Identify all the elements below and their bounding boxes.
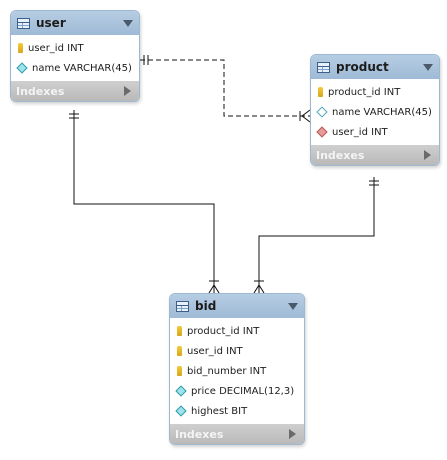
column-icon <box>175 405 187 417</box>
expand-arrow-icon[interactable] <box>124 86 131 96</box>
column-row[interactable]: highest BIT <box>170 401 304 421</box>
indexes-label: Indexes <box>175 427 224 441</box>
nullable-column-icon <box>316 106 328 118</box>
primary-key-icon <box>318 87 323 97</box>
relationship-user-product[interactable] <box>140 55 311 123</box>
entity-user[interactable]: user user_id INT name VARCHAR(45) Indexe… <box>10 10 140 102</box>
column-row[interactable]: name VARCHAR(45) <box>311 102 439 122</box>
column-row[interactable]: name VARCHAR(45) <box>11 58 139 78</box>
entity-title: product <box>336 60 389 74</box>
primary-key-icon <box>18 43 23 53</box>
column-label: user_id INT <box>332 126 388 138</box>
collapse-arrow-icon[interactable] <box>288 302 298 310</box>
column-label: name VARCHAR(45) <box>32 62 132 74</box>
foreign-key-icon <box>316 126 328 138</box>
indexes-label: Indexes <box>16 84 65 98</box>
column-row[interactable]: product_id INT <box>311 82 439 102</box>
column-label: user_id INT <box>28 42 84 54</box>
column-row[interactable]: user_id INT <box>311 122 439 142</box>
indexes-section[interactable]: Indexes <box>11 81 139 101</box>
entity-product[interactable]: product product_id INT name VARCHAR(45) … <box>310 54 440 166</box>
column-row[interactable]: bid_number INT <box>170 361 304 381</box>
relationship-product-bid[interactable] <box>253 177 379 294</box>
expand-arrow-icon[interactable] <box>424 150 431 160</box>
entity-title: bid <box>195 299 217 313</box>
entity-header[interactable]: user <box>11 11 139 35</box>
column-list: product_id INT name VARCHAR(45) user_id … <box>311 79 439 145</box>
expand-arrow-icon[interactable] <box>289 429 296 439</box>
column-icon <box>16 62 28 74</box>
indexes-section[interactable]: Indexes <box>311 145 439 165</box>
column-label: user_id INT <box>187 345 243 357</box>
column-label: highest BIT <box>191 405 248 417</box>
column-icon <box>175 385 187 397</box>
entity-header[interactable]: bid <box>170 294 304 318</box>
column-label: name VARCHAR(45) <box>332 106 432 118</box>
indexes-label: Indexes <box>316 148 365 162</box>
primary-key-icon <box>177 366 182 376</box>
column-row[interactable]: user_id INT <box>11 38 139 58</box>
column-label: product_id INT <box>328 86 401 98</box>
column-label: product_id INT <box>187 325 260 337</box>
column-row[interactable]: user_id INT <box>170 341 304 361</box>
table-icon <box>317 61 330 73</box>
column-row[interactable]: product_id INT <box>170 321 304 341</box>
entity-header[interactable]: product <box>311 55 439 79</box>
column-row[interactable]: price DECIMAL(12,3) <box>170 381 304 401</box>
collapse-arrow-icon[interactable] <box>123 19 133 27</box>
relationship-user-bid[interactable] <box>69 110 220 294</box>
collapse-arrow-icon[interactable] <box>423 63 433 71</box>
primary-key-icon <box>177 346 182 356</box>
entity-bid[interactable]: bid product_id INT user_id INT bid_numbe… <box>169 293 305 445</box>
primary-key-icon <box>177 326 182 336</box>
entity-title: user <box>36 16 66 30</box>
indexes-section[interactable]: Indexes <box>170 424 304 444</box>
column-list: product_id INT user_id INT bid_number IN… <box>170 318 304 424</box>
column-list: user_id INT name VARCHAR(45) <box>11 35 139 81</box>
table-icon <box>176 300 189 312</box>
column-label: bid_number INT <box>187 365 267 377</box>
table-icon <box>17 17 30 29</box>
column-label: price DECIMAL(12,3) <box>191 385 295 397</box>
